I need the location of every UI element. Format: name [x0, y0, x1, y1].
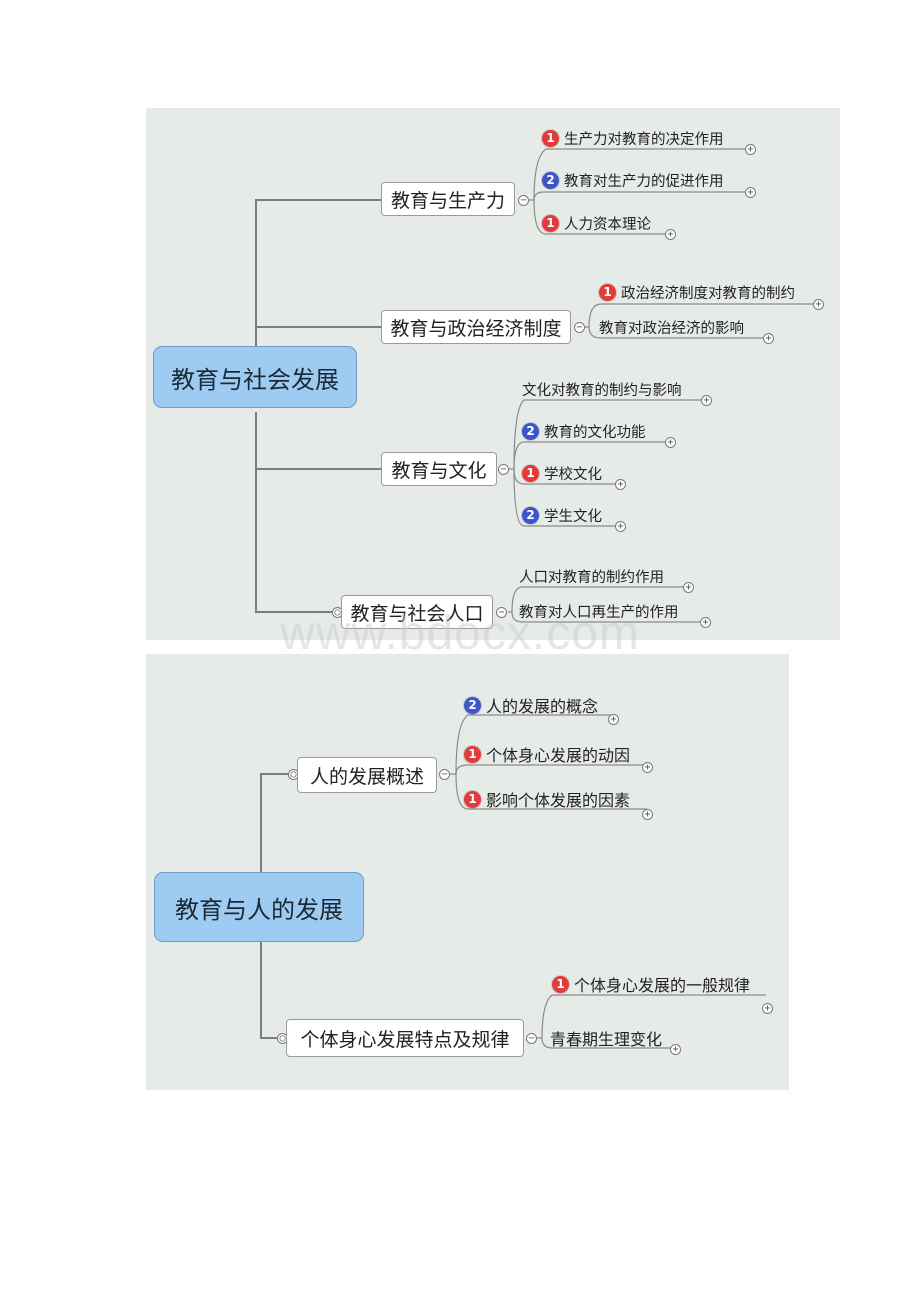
priority-badge-icon: 2	[464, 696, 481, 714]
priority-badge-icon: 2	[522, 422, 539, 440]
expand-toggle[interactable]: +	[683, 582, 694, 593]
priority-badge-icon: 2	[522, 506, 539, 524]
priority-badge-icon: 1	[542, 214, 559, 232]
expand-toggle[interactable]: +	[763, 333, 774, 344]
leaf-label: 教育对生产力的促进作用	[564, 173, 724, 190]
expand-toggle[interactable]: +	[665, 229, 676, 240]
leaf-node[interactable]: 2 教育对生产力的促进作用	[542, 169, 724, 191]
priority-badge-icon: 2	[542, 171, 559, 189]
leaf-label: 教育对人口再生产的作用	[519, 604, 679, 621]
expand-toggle[interactable]: +	[642, 762, 653, 773]
collapse-toggle-productivity[interactable]: −	[518, 195, 529, 206]
priority-badge-icon: 1	[464, 790, 481, 808]
leaf-node[interactable]: 2 人的发展的概念	[464, 694, 598, 716]
leaf-label: 生产力对教育的决定作用	[564, 131, 724, 148]
priority-badge-icon: 1	[552, 975, 569, 993]
leaf-node[interactable]: 教育对人口再生产的作用	[519, 600, 679, 622]
priority-badge-icon: 1	[464, 745, 481, 763]
leaf-label: 教育的文化功能	[544, 424, 646, 441]
leaf-node[interactable]: 1 影响个体发展的因素	[464, 788, 630, 810]
root-node-human-development[interactable]: 教育与人的发展	[154, 872, 364, 942]
collapse-toggle-politics-economy[interactable]: −	[574, 322, 585, 333]
leaf-label: 教育对政治经济的影响	[599, 320, 744, 337]
mindmap-panel-human: 教育与人的发展 ○ 人的发展概述 − ○ 个体身心发展特点及规律 − 2 人的发…	[146, 654, 789, 1090]
collapse-toggle-culture[interactable]: −	[498, 464, 509, 475]
expand-toggle[interactable]: +	[701, 395, 712, 406]
leaf-node[interactable]: 2 学生文化	[522, 504, 602, 526]
leaf-label: 个体身心发展的一般规律	[574, 976, 751, 995]
expand-toggle[interactable]: +	[745, 187, 756, 198]
leaf-node[interactable]: 1 学校文化	[522, 462, 602, 484]
expand-toggle[interactable]: +	[700, 617, 711, 628]
expand-toggle[interactable]: +	[608, 714, 619, 725]
collapse-toggle-overview[interactable]: −	[439, 769, 450, 780]
branch-node-overview[interactable]: 人的发展概述	[297, 757, 437, 793]
connector-lines	[255, 148, 814, 623]
expand-toggle[interactable]: +	[762, 1003, 773, 1014]
branch-node-population[interactable]: 教育与社会人口	[341, 595, 493, 629]
expand-toggle[interactable]: +	[615, 521, 626, 532]
mindmap-panel-social: 教育与社会发展 教育与生产力 − 教育与政治经济制度 − 教育与文化 − ○ 教…	[146, 108, 840, 640]
leaf-node[interactable]: 教育对政治经济的影响	[599, 316, 744, 338]
leaf-label: 影响个体发展的因素	[486, 791, 631, 810]
leaf-node[interactable]: 2 教育的文化功能	[522, 420, 646, 442]
expand-toggle[interactable]: +	[615, 479, 626, 490]
leaf-node[interactable]: 1 个体身心发展的动因	[464, 743, 630, 765]
leaf-label: 人的发展的概念	[486, 697, 599, 716]
root-node-social-development[interactable]: 教育与社会发展	[153, 346, 357, 408]
expand-toggle[interactable]: +	[670, 1044, 681, 1055]
branch-node-rules[interactable]: 个体身心发展特点及规律	[286, 1019, 524, 1057]
leaf-label: 文化对教育的制约与影响	[522, 382, 682, 399]
priority-badge-icon: 1	[542, 129, 559, 147]
branch-node-productivity[interactable]: 教育与生产力	[381, 182, 515, 216]
leaf-label: 个体身心发展的动因	[486, 746, 631, 765]
expand-toggle[interactable]: +	[813, 299, 824, 310]
priority-badge-icon: 1	[522, 464, 539, 482]
leaf-node[interactable]: 文化对教育的制约与影响	[522, 378, 682, 400]
leaf-label: 青春期生理变化	[550, 1030, 663, 1049]
priority-badge-icon: 1	[599, 283, 616, 301]
leaf-node[interactable]: 1 政治经济制度对教育的制约	[599, 281, 795, 303]
leaf-node[interactable]: 1 人力资本理论	[542, 212, 651, 234]
leaf-label: 政治经济制度对教育的制约	[621, 285, 795, 302]
watermark-text: www.bdocx.com	[280, 607, 640, 660]
leaf-node[interactable]: 1 个体身心发展的一般规律	[552, 973, 750, 995]
expand-toggle[interactable]: +	[745, 144, 756, 155]
branch-node-culture[interactable]: 教育与文化	[381, 452, 497, 486]
leaf-label: 学生文化	[544, 508, 602, 525]
collapse-toggle-rules[interactable]: −	[526, 1033, 537, 1044]
leaf-node[interactable]: 人口对教育的制约作用	[519, 565, 664, 587]
leaf-label: 人口对教育的制约作用	[519, 569, 664, 586]
branch-node-politics-economy[interactable]: 教育与政治经济制度	[381, 310, 571, 344]
leaf-label: 人力资本理论	[564, 216, 651, 233]
leaf-label: 学校文化	[544, 466, 602, 483]
expand-toggle[interactable]: +	[665, 437, 676, 448]
collapse-toggle-population[interactable]: −	[496, 607, 507, 618]
expand-toggle[interactable]: +	[642, 809, 653, 820]
leaf-node[interactable]: 青春期生理变化	[550, 1027, 662, 1049]
leaf-node[interactable]: 1 生产力对教育的决定作用	[542, 127, 724, 149]
